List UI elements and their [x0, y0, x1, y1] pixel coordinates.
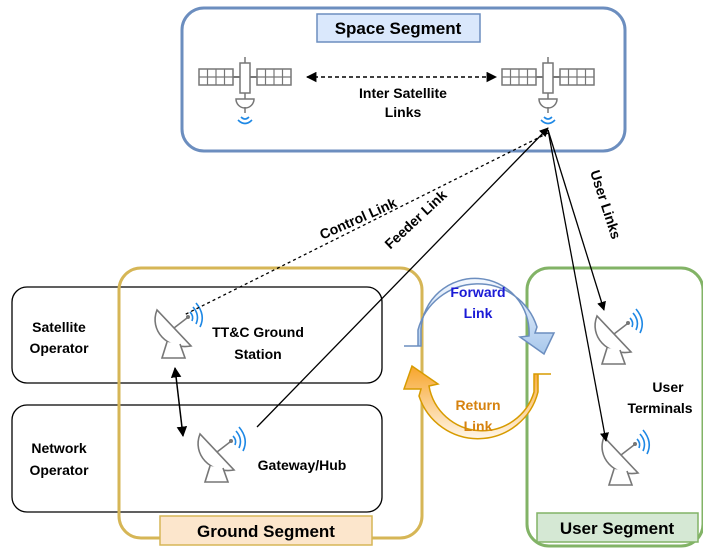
inter-satellite-link-label: Links — [385, 104, 422, 120]
space-segment-title: Space Segment — [335, 19, 462, 38]
forward-link-label: Forward — [450, 284, 505, 300]
ground-segment-title: Ground Segment — [197, 522, 335, 541]
gateway-label: Gateway/Hub — [258, 457, 347, 473]
forward-link-label: Link — [464, 305, 493, 321]
return-link-arrow — [402, 364, 551, 440]
user-links-label: User Links — [587, 168, 624, 241]
user-terminals-label: Terminals — [627, 400, 692, 416]
user-terminals-label: User — [652, 379, 684, 395]
ttc-dish-icon — [154, 302, 204, 359]
feeder-link-arrow — [256, 127, 549, 428]
satellite-icon — [198, 56, 292, 125]
forward-link-arrow — [404, 277, 556, 356]
satellite-operator-label: Operator — [29, 340, 89, 356]
ttc-station-label: Station — [234, 346, 281, 362]
user-segment-label-box — [536, 512, 699, 543]
return-link-label: Return — [455, 397, 500, 413]
network-operator-box — [11, 404, 383, 513]
space-segment-label-box — [316, 13, 481, 43]
control-link-line — [183, 132, 549, 316]
user-link-arrow — [547, 129, 609, 442]
user-terminal-dish-icon — [594, 308, 644, 365]
user-segment-title: User Segment — [560, 519, 675, 538]
space-segment-box — [180, 6, 627, 153]
inter-satellite-link-label: Inter Satellite — [359, 85, 447, 101]
satellite-operator-label: Satellite — [32, 319, 86, 335]
user-terminal-dish-icon — [601, 429, 651, 486]
user-link-arrow — [547, 129, 606, 311]
ground-segment-box — [117, 266, 424, 540]
network-operator-label: Network — [31, 440, 86, 456]
gateway-dish-icon — [197, 426, 247, 483]
ttc-gateway-link-arrow — [170, 366, 188, 438]
ground-segment-label-box — [159, 515, 373, 546]
satellite-operator-box — [11, 286, 383, 384]
ttc-station-label: TT&C Ground — [212, 324, 304, 340]
network-operator-label: Operator — [29, 462, 89, 478]
satellite-icon — [501, 56, 595, 125]
return-link-label: Link — [464, 418, 493, 434]
